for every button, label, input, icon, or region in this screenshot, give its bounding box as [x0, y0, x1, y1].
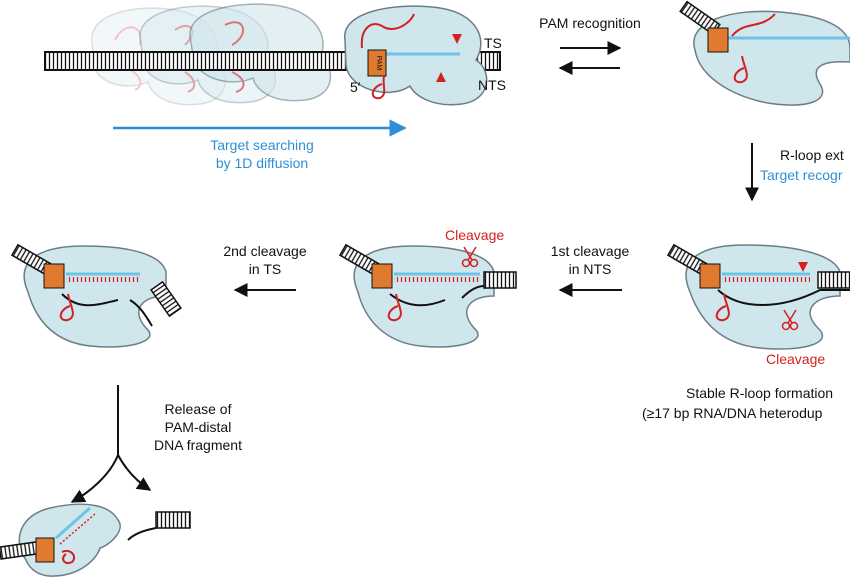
cleavage-site-marker-ts [452, 34, 462, 44]
step5-nts-cleaved-complex: Cleavage [338, 227, 517, 348]
ts-cleaved-distal-dna [150, 280, 182, 318]
nts-cleaved-pam-box [371, 263, 393, 289]
released-complex [0, 503, 121, 577]
second-cleavage-label-line2: in TS [249, 261, 281, 277]
fragment-duplex [155, 511, 191, 529]
ts-cleaved-pam-box [43, 263, 65, 289]
step6-ts-cleaved-complex [10, 243, 182, 348]
step1-search-panel: PAM TS NTS 5′ Target searching by 1D dif… [44, 3, 506, 171]
pam-box [367, 49, 387, 77]
five-prime-label: 5′ [350, 79, 361, 95]
release-label-line2: PAM-distal [165, 419, 232, 435]
release-label-line3: DNA fragment [154, 437, 242, 453]
target-recognition-label: Target recogr [760, 167, 843, 183]
nts-cleaved-cleavage-label: Cleavage [445, 227, 504, 243]
rloop-cleavage-label: Cleavage [766, 351, 825, 367]
release-step: Release of PAM-distal DNA fragment [70, 385, 242, 503]
rloop-extension-label: R-loop ext [780, 147, 844, 163]
search-label-line1: Target searching [210, 137, 314, 153]
search-label-line2: by 1D diffusion [216, 155, 308, 171]
first-cleavage-step: 1st cleavage in NTS [551, 243, 630, 297]
pam-box-text: PAM [375, 56, 382, 71]
stable-rloop-caption-line2: (≥17 bp RNA/DNA heterodup [642, 405, 823, 421]
released-pam-box [35, 537, 55, 563]
scissors-icon-2 [461, 246, 479, 268]
rloop-pam-box [699, 263, 721, 289]
step4-stable-rloop-complex: Cleavage Stable R-loop formation (≥17 bp… [642, 243, 850, 421]
nts-label: NTS [478, 77, 506, 93]
pam-bound-pam-box [707, 27, 729, 53]
released-protein [18, 503, 121, 577]
second-cleavage-label-line1: 2nd cleavage [223, 243, 307, 259]
split-arrow-right [117, 454, 152, 491]
rloop-displaced-nts [717, 289, 850, 306]
scissors-icon [781, 309, 799, 331]
split-arrow-left [70, 454, 119, 503]
release-label-line1: Release of [165, 401, 232, 417]
rloop-protein [685, 244, 841, 350]
rna-hairpin [371, 75, 386, 100]
rloop-pam-distal-dna [817, 271, 850, 289]
first-cleavage-label-line1: 1st cleavage [551, 243, 630, 259]
second-cleavage-step: 2nd cleavage in TS [223, 243, 307, 297]
cleavage-site-marker-nts [436, 72, 446, 82]
nts-cleaved-distal-dna [483, 271, 517, 289]
guide-rna [360, 13, 415, 49]
stable-rloop-caption-line1: Stable R-loop formation [686, 385, 833, 401]
rloop-cleavage-marker [798, 262, 808, 272]
step2-pam-bound-complex [679, 0, 850, 106]
first-cleavage-label-line2: in NTS [569, 261, 612, 277]
ts-label: TS [484, 35, 502, 51]
pam-recognition-step: PAM recognition [539, 15, 641, 75]
rloop-extension-step: R-loop ext Target recogr [745, 143, 844, 202]
pam-recognition-label: PAM recognition [539, 15, 641, 31]
fragment-single-strand [127, 527, 157, 541]
released-dna-fragment [127, 511, 191, 541]
